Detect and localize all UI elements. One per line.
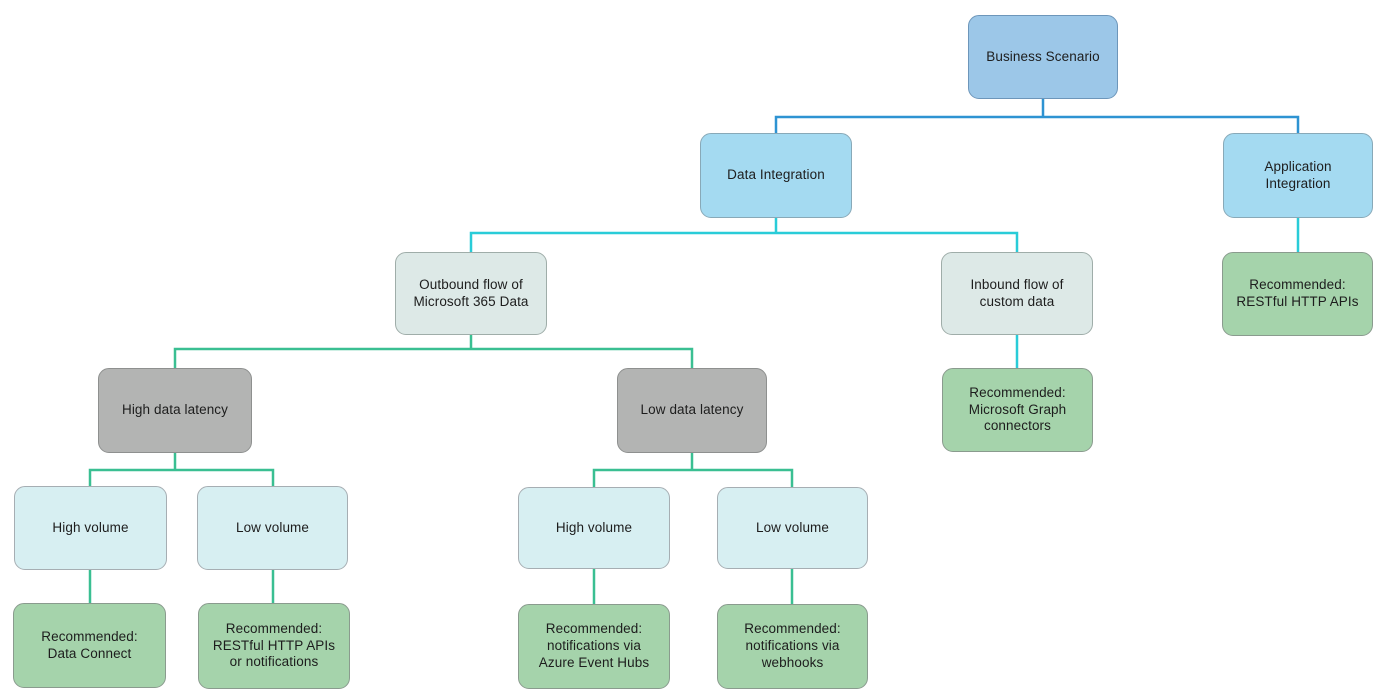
node-label: Business Scenario [986,48,1100,64]
node-high-data-latency: High data latency [98,368,252,453]
node-outbound-flow: Outbound flow of Microsoft 365 Data [395,252,547,335]
node-label: High volume [52,519,129,535]
node-application-integration: Application Integration [1223,133,1373,218]
connector-cyan-data-integration [469,217,1300,368]
node-label: Low volume [235,519,310,535]
node-label: High volume [555,519,633,535]
node-recommended-restful-or-notifications: Recommended: RESTful HTTP APIs or notifi… [198,603,350,689]
node-recommended-azure-event-hubs: Recommended: notifications via Azure Eve… [518,604,670,689]
node-label: Recommended: Microsoft Graph connectors [968,384,1067,434]
node-low-data-latency: Low data latency [617,368,767,453]
connector-blue-business-scenario [774,99,1300,133]
node-data-integration: Data Integration [700,133,852,218]
node-label: Inbound flow of custom data [970,276,1064,309]
node-label: Recommended: RESTful HTTP APIs or notifi… [212,620,336,670]
node-label: Low volume [755,519,830,535]
node-recommended-restful-http-apis: Recommended: RESTful HTTP APIs [1222,252,1373,336]
node-low-volume-left: Low volume [197,486,348,570]
node-low-volume-right: Low volume [717,487,868,569]
node-inbound-flow: Inbound flow of custom data [941,252,1093,335]
node-high-volume-right: High volume [518,487,670,569]
node-label: Recommended: notifications via Azure Eve… [538,621,650,670]
node-label: Recommended: RESTful HTTP APIs [1236,277,1359,309]
node-label: Low data latency [640,402,744,418]
node-recommended-data-connect: Recommended: Data Connect [13,603,166,688]
node-label: High data latency [121,402,228,418]
node-label: Application Integration [1264,158,1332,191]
node-recommended-webhooks: Recommended: notifications via webhooks [717,604,868,689]
node-label: Recommended: Data Connect [41,628,138,661]
node-business-scenario: Business Scenario [968,15,1118,99]
node-label: Outbound flow of Microsoft 365 Data [413,276,529,309]
node-label: Recommended: notifications via webhooks [744,621,841,670]
node-high-volume-left: High volume [14,486,167,570]
node-label: Data Integration [727,167,825,183]
node-recommended-microsoft-graph-connectors: Recommended: Microsoft Graph connectors [942,368,1093,452]
